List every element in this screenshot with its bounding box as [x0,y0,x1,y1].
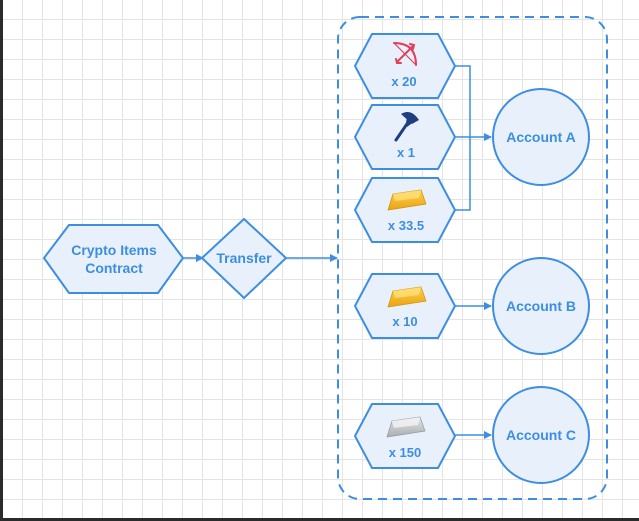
battle-axe-icon [394,112,419,142]
gold-bar-icon [387,189,427,211]
silver-quantity: x 150 [389,445,422,460]
item-node-gold-a: x 33.5 [353,177,457,243]
item-node-silver: x 150 [353,403,457,469]
bow-arrow-icon [393,42,417,66]
gold-bar-icon [387,286,427,308]
account-b-node: Account B [492,257,590,355]
axe-quantity: x 1 [397,145,415,160]
flow-diagram: Crypto Items Contract Transfer x 20 x 1 [42,16,608,500]
item-node-gold-b: x 10 [353,273,457,339]
items-group-container [337,16,608,500]
account-c-label: Account C [506,427,576,443]
connectors [181,65,492,439]
gold-a-quantity: x 33.5 [388,218,424,233]
bow-quantity: x 20 [391,74,416,89]
item-node-axe: x 1 [353,104,457,170]
transfer-label: Transfer [216,250,272,266]
edge-bracket-account-a [454,65,471,211]
account-a-label: Account A [506,129,575,145]
contract-label-line2: Contract [85,260,143,276]
gold-b-quantity: x 10 [392,314,417,329]
diagram-canvas: Crypto Items Contract Transfer x 20 x 1 [3,0,639,518]
account-c-node: Account C [492,386,590,484]
silver-bar-icon [386,416,426,438]
transfer-node: Transfer [200,217,288,300]
crypto-items-contract-node: Crypto Items Contract [42,224,185,294]
account-b-label: Account B [506,298,576,314]
item-node-bow: x 20 [353,33,457,99]
account-a-node: Account A [492,88,590,186]
contract-label-line1: Crypto Items [71,242,157,258]
